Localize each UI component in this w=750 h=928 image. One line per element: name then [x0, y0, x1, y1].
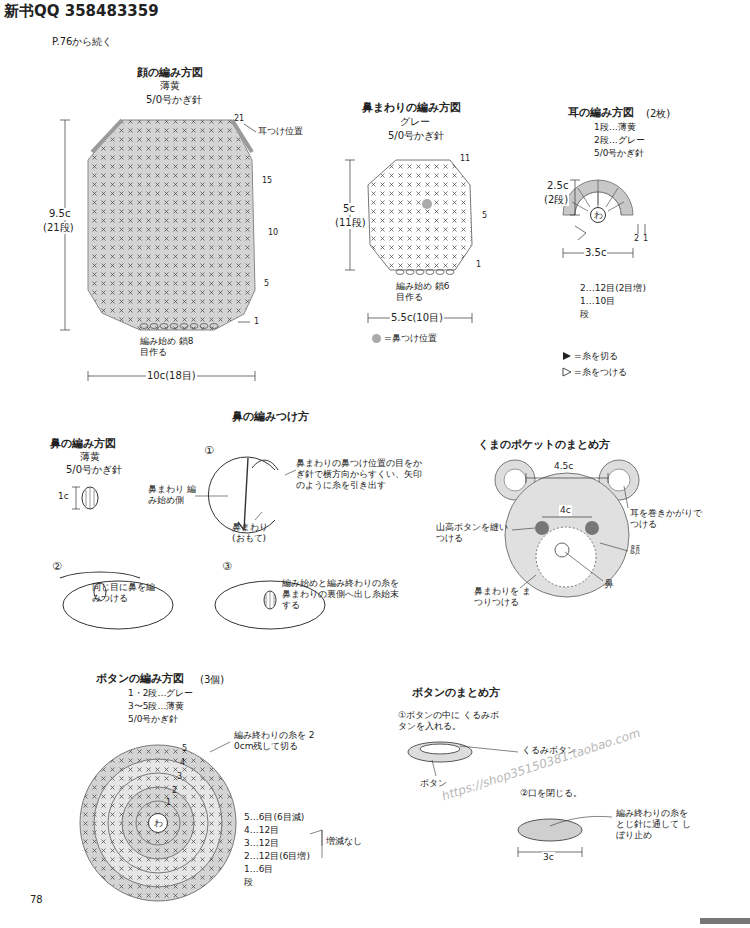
- text-label: 3c: [542, 852, 555, 863]
- text-label: 耳つけ位置: [258, 126, 303, 137]
- text-label: 9.5c: [48, 208, 71, 220]
- text-label: ボタンの編み方図: [96, 672, 184, 685]
- text-label: 鼻まわり 編み始め側: [148, 484, 196, 506]
- magic-ring: わ: [590, 207, 606, 223]
- text-label: 鼻まわりを まつりつける: [474, 586, 536, 608]
- text-label: 顔の編み方図: [137, 66, 203, 79]
- text-label: 編み始め 鎖6目作る: [396, 281, 452, 303]
- text-label: くまのポケットのまとめ方: [478, 438, 610, 451]
- text-label: ③: [222, 560, 232, 573]
- text-label: (2枚): [646, 108, 670, 120]
- legend-item: =糸を切る: [574, 350, 618, 363]
- text-label: 2.5c: [546, 180, 569, 192]
- text-label: 3: [177, 772, 182, 782]
- text-label: 2段…グレー: [594, 135, 645, 146]
- text-label: 1…10目: [580, 296, 615, 307]
- text-label: 鼻: [604, 578, 614, 590]
- node-text: わ: [594, 211, 603, 220]
- text-label: 21: [234, 114, 244, 124]
- legend-text: =糸をつける: [574, 366, 627, 379]
- text-label: P.76から続く: [52, 36, 112, 48]
- text-label: 耳を巻きかがりでつける: [630, 508, 708, 530]
- text-label: 5: [482, 211, 487, 221]
- text-label: 鼻まわり (おもて): [232, 522, 282, 544]
- text-label: 5/0号かぎ針: [128, 714, 178, 725]
- text-label: (2段): [543, 194, 569, 206]
- text-label: 5.5c(10目): [390, 312, 444, 324]
- text-label: ②: [52, 560, 62, 573]
- text-label: 2: [634, 234, 639, 244]
- text-label: 4.5c: [553, 461, 574, 472]
- text-label: 1: [254, 317, 259, 327]
- text-label: 新书QQ 358483359: [4, 2, 159, 20]
- text-label: (11段): [334, 217, 367, 229]
- text-label: ボタン: [420, 778, 447, 789]
- text-label: 鼻の編み方図: [50, 437, 116, 450]
- text-label: 鼻の編みつけ方: [232, 410, 309, 423]
- legend-swatch: [372, 334, 381, 343]
- text-label: 2: [172, 786, 177, 796]
- text-label: 1c: [58, 491, 69, 502]
- text-label: 編み終わりの糸を とじ針に通して しぼり止め: [616, 808, 694, 840]
- legend-text: =鼻つけ位置: [384, 332, 437, 345]
- text-label: 鼻まわりの編み方図: [362, 101, 461, 114]
- text-label: 編み始めと編み終わりの糸を鼻まわりの裏側へ出し糸始末する: [282, 578, 406, 610]
- text-label: 4…12目: [244, 825, 279, 836]
- text-label: 4c: [559, 505, 572, 516]
- text-label: 2…12目(6目増): [244, 851, 310, 862]
- text-label: (3個): [200, 674, 224, 686]
- legend-item: =鼻つけ位置: [372, 332, 437, 345]
- text-label: 段: [244, 877, 253, 888]
- text-label: 10: [268, 228, 278, 238]
- text-label: 1: [166, 798, 171, 808]
- text-label: (21段): [42, 222, 75, 234]
- text-label: 3.5c: [584, 247, 607, 259]
- text-label: グレー: [400, 116, 430, 128]
- text-label: 耳の編み方図: [568, 106, 634, 119]
- text-label: ①: [204, 444, 214, 457]
- text-label: 同じ目に鼻を編みつける: [92, 582, 156, 604]
- text-label: 11: [460, 154, 470, 164]
- text-label: 顔: [630, 544, 640, 556]
- text-label: 編み始め 鎖8目作る: [140, 336, 196, 358]
- text-label: 編み終わりの糸を 20cm残して切る: [234, 730, 320, 752]
- node-text: わ: [154, 819, 163, 828]
- text-label: 5/0号かぎ針: [388, 130, 444, 142]
- text-label: 5…6目(6目減): [244, 812, 304, 823]
- text-label: 1…6目: [244, 864, 273, 875]
- text-label: ②口を閉じる。: [520, 788, 582, 799]
- text-label: 10c(18目): [146, 370, 197, 382]
- legend-text: =糸を切る: [574, 350, 618, 363]
- magic-ring: わ: [148, 813, 168, 833]
- text-label: 3〜5段…薄黄: [128, 701, 184, 712]
- text-label: 5: [264, 279, 269, 289]
- text-label: 鼻まわりの鼻つけ位置の目をかぎ針で横方向からすくい、矢印のように糸を引き出す: [296, 458, 422, 490]
- text-label: 2…12目(2目増): [580, 283, 646, 294]
- text-label: 1: [643, 234, 648, 244]
- text-label: 4: [180, 758, 185, 768]
- text-label: 1・2段…グレー: [128, 688, 193, 699]
- text-label: 1: [476, 260, 481, 270]
- text-label: 5/0号かぎ針: [66, 464, 122, 476]
- text-label: ①ボタンの中に くるみボタンを入れる。: [398, 710, 500, 732]
- text-label: 78: [30, 894, 43, 906]
- text-label: 増減なし: [326, 836, 362, 847]
- text-label: 5: [182, 744, 187, 754]
- text-label: ボタンのまとめ方: [412, 686, 500, 699]
- text-label: 5c: [342, 203, 356, 215]
- legend-item: =糸をつける: [574, 366, 627, 379]
- text-label: 3…12目: [244, 838, 279, 849]
- text-label: 5/0号かぎ針: [146, 94, 202, 106]
- text-label: 山高ボタンを縫いつける: [436, 522, 512, 544]
- text-label: 薄黄: [80, 451, 100, 463]
- text-label: 段: [580, 309, 589, 320]
- text-label: 1段…薄黄: [594, 122, 636, 133]
- text-label: 5/0号かぎ針: [594, 148, 644, 159]
- text-label: 薄黄: [160, 80, 180, 92]
- text-label: 15: [262, 176, 272, 186]
